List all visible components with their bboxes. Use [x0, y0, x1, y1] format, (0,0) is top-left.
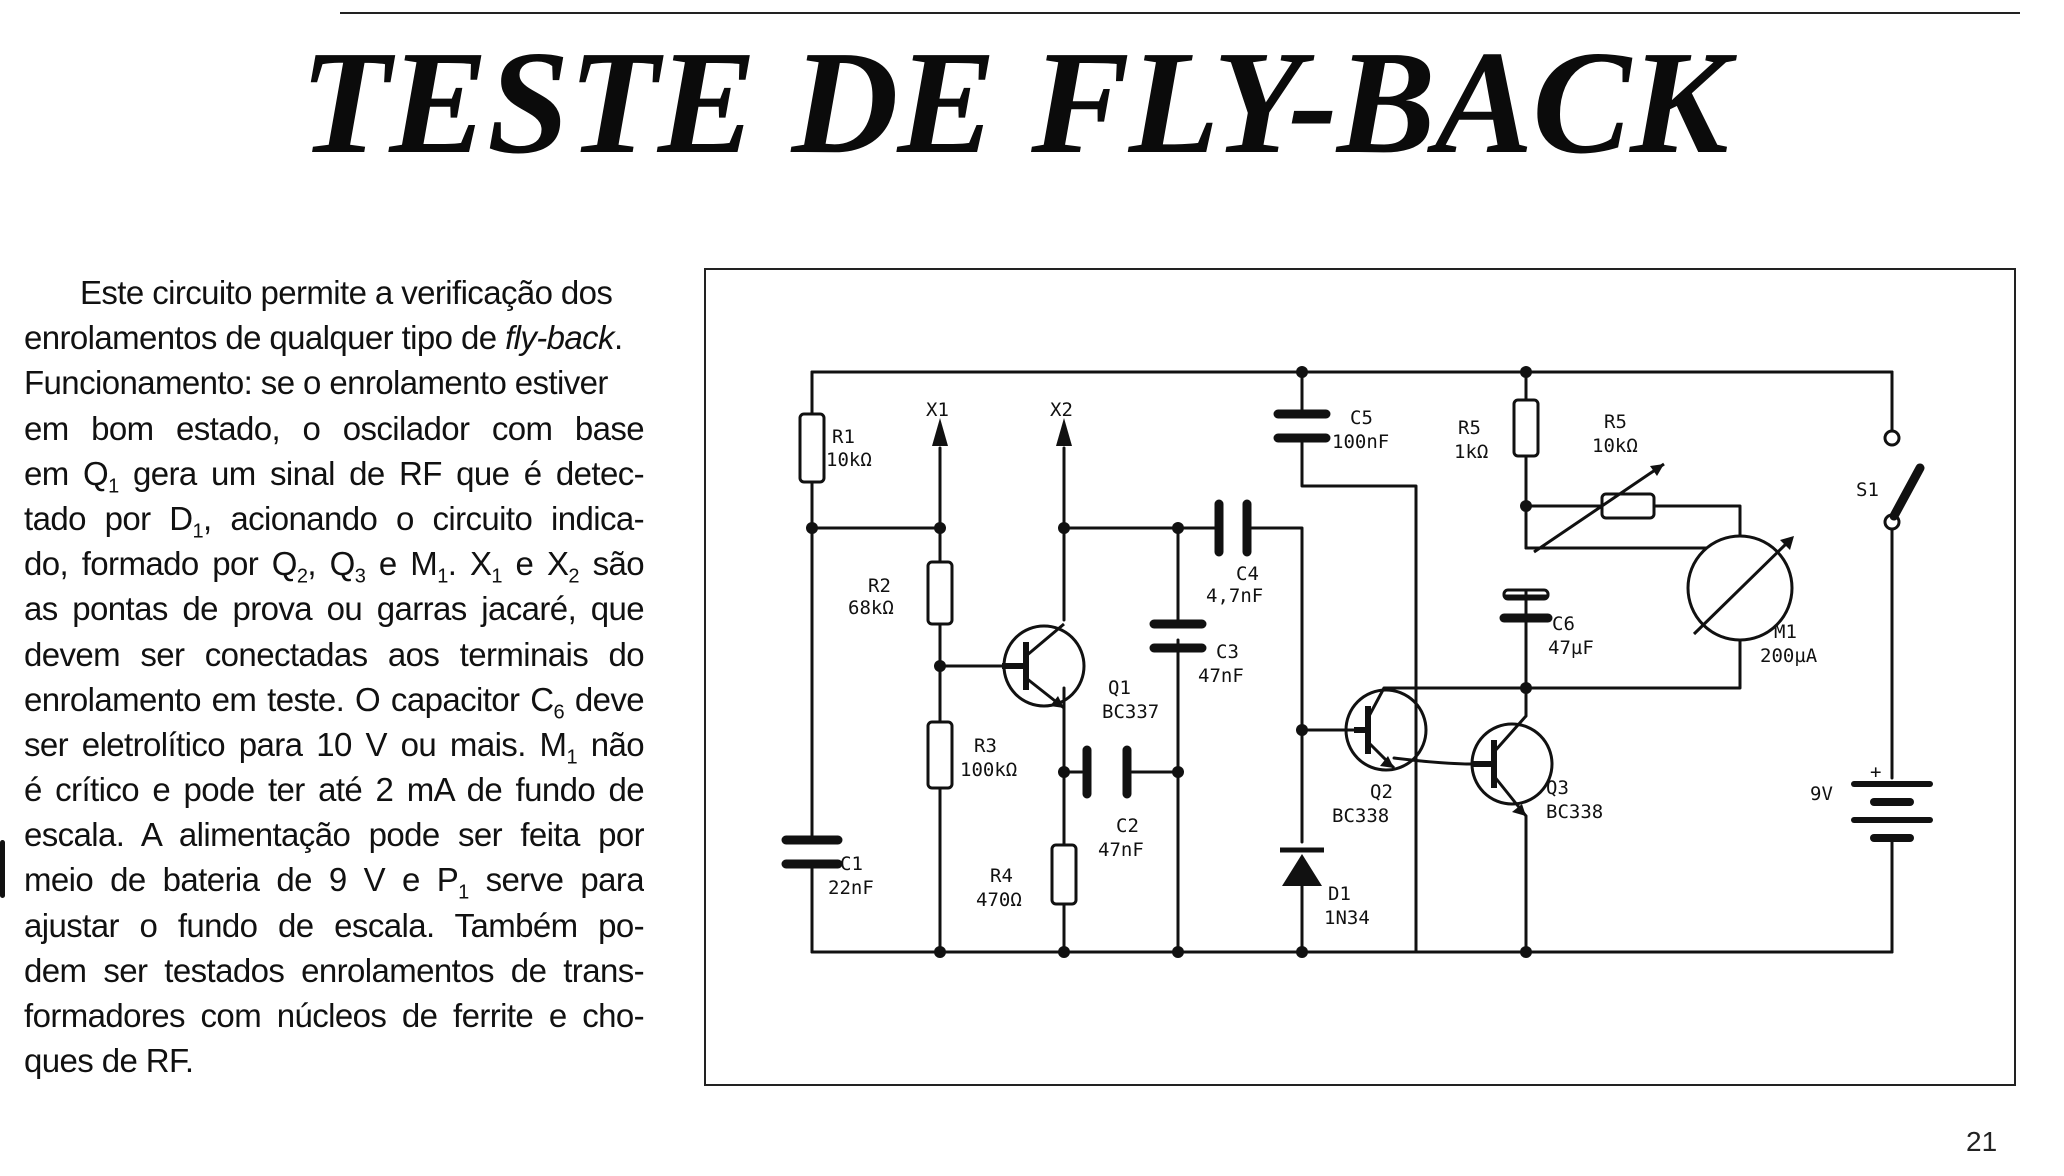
c4-value: 4,7nF [1206, 585, 1263, 607]
c4-capacitor [1214, 499, 1252, 557]
text-line: Este circuito permite a verificação dos [80, 274, 613, 311]
c3-ref: C3 [1216, 641, 1239, 663]
page-number: 21 [1966, 1126, 1998, 1157]
text-line: enrolamento em teste. O capacitor C6 dev… [24, 680, 644, 722]
c3-value: 47nF [1198, 665, 1244, 687]
text-line: em bom estado, o oscilador com base [24, 409, 644, 447]
text-line: devem ser conectadas aos terminais do [24, 635, 644, 673]
q3-transistor [1470, 715, 1554, 817]
r3-value: 100kΩ [960, 759, 1017, 781]
text-line: as pontas de prova ou garras jacaré, que [24, 590, 644, 628]
c6-ref: C6 [1552, 613, 1575, 635]
c5-capacitor [1273, 409, 1331, 443]
x2-arrow-icon [1056, 418, 1072, 446]
c1-value: 22nF [828, 877, 874, 899]
page-title: TESTE DE FLY-BACK [300, 21, 1729, 185]
text-line: do, formado por Q2, Q3 e M1. X1 e X2 são [24, 545, 644, 587]
potentiometer-arrow-icon [1533, 462, 1665, 554]
battery-icon [1851, 781, 1933, 842]
q1-ref: Q1 [1108, 677, 1131, 699]
m1-meter [1686, 534, 1794, 642]
r5-ref: R5 [1458, 417, 1481, 439]
x2-label: X2 [1050, 399, 1073, 421]
probe-arrows [932, 418, 1072, 446]
c6-value: 47µF [1548, 637, 1594, 659]
r5-resistor [1512, 398, 1540, 458]
text-line: escala. A alimentação pode ser feita por [24, 816, 644, 854]
s1-label: S1 [1856, 479, 1879, 501]
text-line: meio de bateria de 9 V e P1 serve para [24, 861, 644, 903]
r5-pot-ref: R5 [1604, 411, 1627, 433]
c5-value: 100nF [1332, 431, 1389, 453]
x1-arrow-icon [932, 418, 948, 446]
d1-ref: D1 [1328, 883, 1351, 905]
r3-ref: R3 [974, 735, 997, 757]
r2-resistor [926, 560, 954, 626]
text-line: enrolamentos de qualquer tipo de fly-bac… [24, 319, 623, 357]
c5-ref: C5 [1350, 407, 1373, 429]
c2-ref: C2 [1116, 815, 1139, 837]
text-line: ques de RF. [24, 1042, 194, 1080]
c6-electrolytic-capacitor [1499, 588, 1553, 623]
text-line: formadores com núcleos de ferrite e cho- [24, 997, 644, 1034]
text-line: dem ser testados enrolamentos de trans- [24, 951, 644, 989]
text-line: é crítico e pode ter até 2 mA de fundo d… [24, 771, 644, 809]
c2-capacitor [1082, 745, 1132, 799]
q2-value: BC338 [1332, 805, 1389, 827]
text-line: tado por D1, acionando o circuito indica… [24, 499, 644, 542]
d1-value: 1N34 [1324, 907, 1370, 929]
r1-ref: R1 [832, 426, 855, 448]
x1-label: X1 [926, 399, 949, 421]
r1-value: 10kΩ [826, 449, 872, 471]
text-line: em Q1 gera um sinal de RF que é detec- [24, 454, 644, 496]
q3-ref: Q3 [1546, 777, 1569, 799]
circuit-diagram: R1 10kΩ R2 68kΩ R3 100kΩ R4 470Ω R5 1kΩ … [781, 366, 1933, 958]
text-line: ser eletrolítico para 10 V ou mais. M1 n… [24, 725, 644, 768]
c1-capacitor [781, 835, 843, 869]
q2-ref: Q2 [1370, 781, 1393, 803]
r4-ref: R4 [990, 865, 1013, 887]
c4-ref: C4 [1236, 563, 1259, 585]
r4-value: 470Ω [976, 889, 1022, 911]
junctions [806, 366, 1532, 958]
circuit-frame [704, 268, 2016, 1086]
resistors [798, 398, 1656, 906]
component-labels: R1 10kΩ R2 68kΩ R3 100kΩ R4 470Ω R5 1kΩ … [826, 399, 1881, 929]
r2-value: 68kΩ [848, 597, 894, 619]
c1-ref: C1 [840, 853, 863, 875]
margin-mark [0, 840, 5, 898]
q1-transistor [1002, 622, 1086, 710]
r3-resistor [926, 720, 954, 790]
r5-pot-value: 10kΩ [1592, 435, 1638, 457]
r2-ref: R2 [868, 575, 891, 597]
r4-resistor [1050, 843, 1078, 906]
r5-value: 1kΩ [1454, 441, 1488, 463]
top-rule [340, 12, 2020, 14]
q3-value: BC338 [1546, 801, 1603, 823]
article-text: Este circuito permite a verificação dos … [24, 270, 644, 1083]
emitter-arrows [1050, 696, 1526, 816]
potentiometer-arrowhead-icon [1650, 464, 1664, 476]
text-line: Funcionamento: se o enrolamento estiver [24, 364, 608, 402]
battery-label: 9V [1810, 783, 1833, 805]
r1-resistor [798, 412, 826, 484]
c2-value: 47nF [1098, 839, 1144, 861]
m1-value: 200µA [1760, 645, 1818, 667]
s1-switch [1883, 429, 1925, 531]
c3-capacitor [1149, 619, 1207, 653]
text-line: ajustar o fundo de escala. Também po- [24, 906, 644, 944]
wires [810, 370, 1894, 954]
q2-transistor [1344, 687, 1428, 772]
q1-value: BC337 [1102, 701, 1159, 723]
r5-potentiometer [1600, 492, 1656, 520]
battery-plus-label: + [1870, 761, 1881, 783]
d1-diode [1280, 847, 1324, 886]
m1-ref: M1 [1774, 621, 1797, 643]
capacitors [781, 409, 1331, 869]
